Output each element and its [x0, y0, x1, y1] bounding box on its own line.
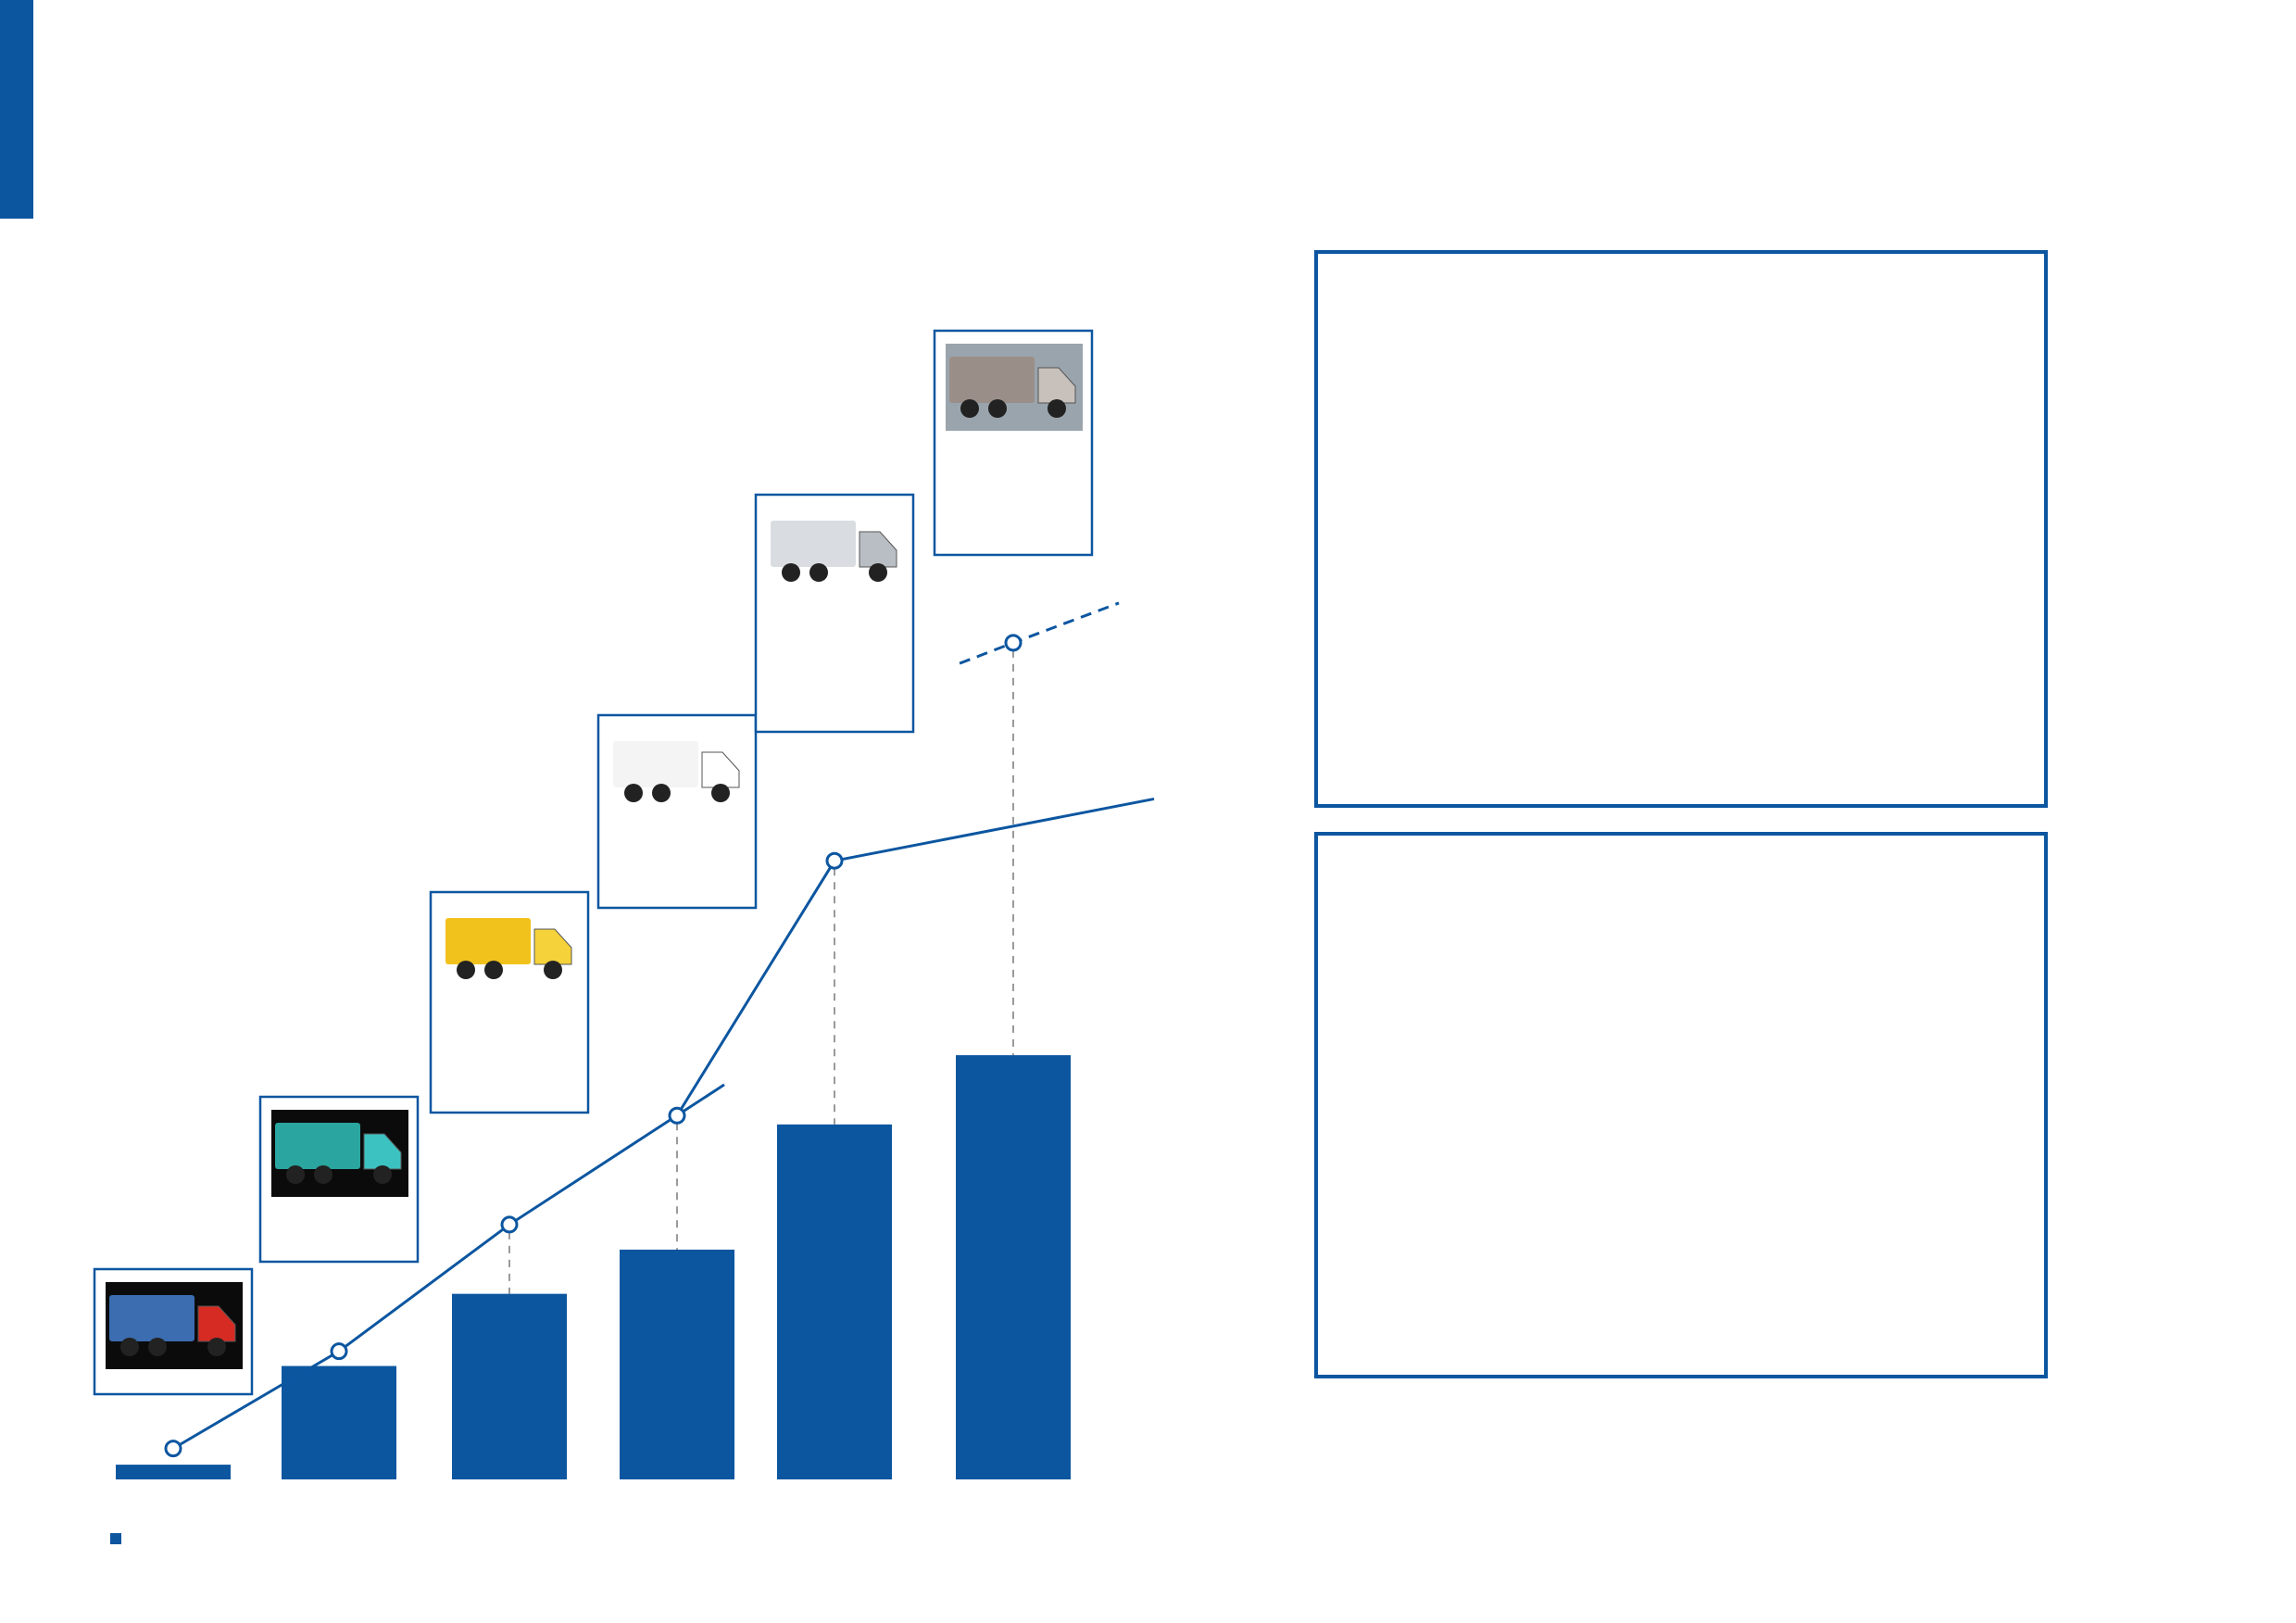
truck-card-2 — [258, 1095, 420, 1264]
legend-marker — [110, 1533, 121, 1544]
bar-5 — [777, 1124, 892, 1479]
dump-truck-teal-icon — [271, 1110, 408, 1197]
dump-truck-yellow-icon — [442, 905, 579, 992]
info-box-bottom — [1314, 832, 2048, 1378]
truck-card-3 — [429, 890, 590, 1114]
page-accent-bar — [0, 0, 33, 219]
milestone-point-5 — [825, 851, 844, 870]
truck-cards-layer — [93, 329, 1094, 1396]
tractor-unit-white-icon — [609, 728, 747, 815]
milestone-points-layer — [164, 634, 1023, 1458]
bar-6 — [956, 1055, 1071, 1479]
truck-card-6 — [933, 329, 1094, 557]
bar-1 — [116, 1465, 231, 1479]
milestone-point-3 — [500, 1215, 519, 1234]
concept-truck-grey-icon — [946, 344, 1083, 431]
truck-card-5 — [754, 493, 915, 734]
bar-4 — [620, 1249, 734, 1479]
milestone-point-2 — [330, 1342, 348, 1361]
connectors-layer — [508, 649, 1014, 1294]
trend-line-1 — [172, 1083, 725, 1450]
cargo-truck-red-icon — [106, 1282, 243, 1369]
tractor-unit-silver-icon — [767, 508, 904, 595]
info-box-top — [1314, 250, 2048, 808]
truck-card-4 — [596, 713, 758, 910]
truck-card-1 — [93, 1267, 254, 1396]
milestone-point-4 — [668, 1106, 686, 1125]
milestone-point-6 — [1004, 634, 1023, 652]
trend-line-3 — [959, 601, 1120, 665]
bar-3 — [452, 1293, 567, 1479]
bars-layer — [116, 1055, 1071, 1479]
milestone-point-1 — [164, 1440, 182, 1458]
bar-2 — [282, 1365, 396, 1479]
